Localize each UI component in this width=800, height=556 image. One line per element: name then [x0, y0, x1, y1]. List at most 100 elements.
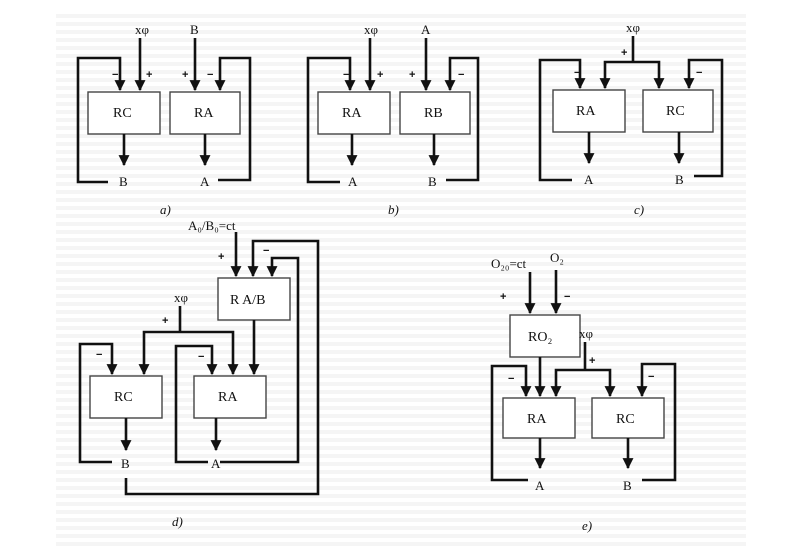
wire-ra-feedback [490, 364, 532, 482]
block-label-rb: RB [424, 106, 443, 121]
output-label-a: A [535, 478, 545, 493]
input-label-b: B [190, 22, 199, 37]
sign-minus: − [564, 291, 570, 303]
output-label-a: A [200, 174, 210, 189]
background-stripes [56, 14, 746, 546]
panel-b: xφ A RA RB A B − + + − b) [306, 22, 480, 217]
wire-b-to-ratio [124, 239, 320, 496]
background-stripe [56, 326, 746, 330]
output-label-b: B [623, 478, 632, 493]
panel-c: xφ RA RC A B + − − c) [538, 20, 724, 217]
background-stripe [56, 390, 746, 394]
block-label-ratio: R A/B [230, 293, 265, 308]
wire-right-feedback [444, 56, 480, 182]
panel-caption-c: c) [634, 202, 644, 217]
background-stripe [56, 70, 746, 74]
background-stripe [56, 174, 746, 178]
sign-plus: + [409, 69, 415, 81]
background-stripe [56, 438, 746, 442]
background-stripe [56, 382, 746, 386]
panel-d: A₀/B₀=ct xφ R A/B RC RA B A + − + − − d) [78, 218, 320, 529]
input-label-o2: O₂ [550, 250, 564, 265]
background-stripe [56, 198, 746, 202]
block-label-ra: RA [576, 104, 596, 119]
output-label-a: A [348, 174, 358, 189]
background-stripe [56, 270, 746, 274]
background-stripe [56, 254, 746, 258]
wire-left-feedback [306, 56, 356, 184]
output-label-b: B [119, 174, 128, 189]
background-stripe [56, 334, 746, 338]
block-label-ra: RA [218, 390, 238, 405]
wire-rc-feedback [636, 362, 677, 482]
background-stripe [56, 38, 746, 42]
background-stripe [56, 86, 746, 90]
background-stripe [56, 502, 746, 506]
sign-plus: + [162, 315, 168, 327]
background-stripe [56, 454, 746, 458]
output-label-b: B [675, 172, 684, 187]
background-stripe [56, 14, 746, 18]
panel-caption-d: d) [172, 514, 183, 529]
wire-rc-feedback [78, 342, 118, 464]
block-rc [642, 89, 714, 133]
background-stripe [56, 430, 746, 434]
sign-plus: + [182, 69, 188, 81]
background-stripe [56, 302, 746, 306]
panel-e: O₂₀=ct O₂ xφ RO₂ RA RC A B + − + − − e) [490, 250, 677, 533]
background-stripe [56, 182, 746, 186]
background-stripe [56, 542, 746, 546]
block-ra [502, 397, 576, 439]
background-stripe [56, 406, 746, 410]
panel-a: xφ B RC RA B A − + + − a) [76, 22, 252, 217]
block-label-rc: RC [616, 412, 635, 427]
input-label-a: A [421, 22, 431, 37]
sign-minus: − [263, 245, 269, 257]
background-stripe [56, 526, 746, 530]
wire-left-feedback [76, 56, 126, 184]
block-ra [169, 91, 241, 135]
output-label-b: B [121, 456, 130, 471]
background-stripe [56, 134, 746, 138]
sign-plus: + [500, 291, 506, 303]
input-label-xy: xφ [135, 22, 149, 37]
background-stripe [56, 230, 746, 234]
sign-plus: + [146, 69, 152, 81]
background-stripe [56, 78, 746, 82]
background-stripe [56, 62, 746, 66]
sign-minus: − [458, 69, 464, 81]
block-rc [87, 91, 161, 135]
sign-minus: − [343, 69, 349, 81]
wire-a-to-ratio [220, 256, 300, 464]
block-ratio [217, 277, 291, 321]
background-stripe [56, 286, 746, 290]
background-stripe [56, 350, 746, 354]
background-stripe [56, 158, 746, 162]
input-label-xy: xφ [364, 22, 378, 37]
panel-caption-a: a) [160, 202, 171, 217]
block-rc [89, 375, 163, 419]
output-label-a: A [211, 456, 221, 471]
input-label-xy: xφ [626, 20, 640, 35]
background-stripe [56, 278, 746, 282]
background-stripe [56, 486, 746, 490]
background-stripe [56, 374, 746, 378]
background-stripe [56, 190, 746, 194]
wire-xy-split [138, 330, 239, 376]
block-label-rc: RC [113, 106, 132, 121]
background-stripe [56, 150, 746, 154]
background-stripe [56, 206, 746, 210]
background-stripe [56, 294, 746, 298]
sign-minus: − [198, 351, 204, 363]
background-stripe [56, 22, 746, 26]
background-stripe [56, 422, 746, 426]
output-label-a: A [584, 172, 594, 187]
background-stripe [56, 310, 746, 314]
wire-right-feedback [683, 58, 724, 178]
background-stripe [56, 510, 746, 514]
sign-plus: + [377, 69, 383, 81]
background-stripe [56, 494, 746, 498]
background-stripe [56, 214, 746, 218]
input-label-o2-setpoint: O₂₀=ct [491, 256, 527, 271]
sign-plus: + [621, 47, 627, 59]
